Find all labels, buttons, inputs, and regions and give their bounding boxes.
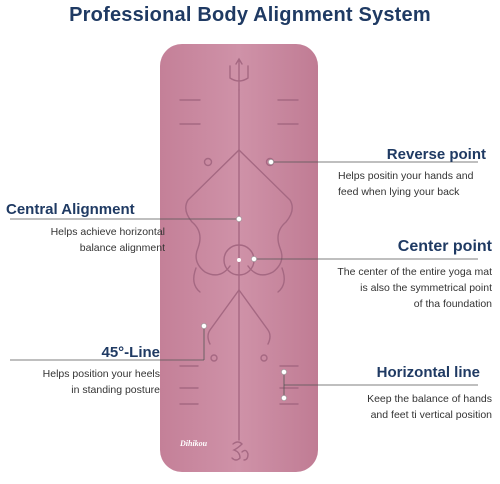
trident-icon [229, 57, 249, 91]
line-45-title: 45°-Line [101, 344, 160, 361]
alignment-lines [179, 57, 299, 461]
page-title: Professional Body Alignment System [69, 4, 431, 26]
horizontal-line-desc: Keep the balance of hands and feet ti ve… [367, 393, 492, 421]
central-alignment-desc: Helps achieve horizontal balance alignme… [50, 226, 165, 254]
om-symbol-icon [231, 441, 249, 461]
pointer-lines [10, 161, 478, 397]
reverse-point-title: Reverse point [386, 146, 486, 163]
center-point-desc: The center of the entire yoga mat is als… [337, 266, 492, 310]
brand-logo: Dihikou [179, 439, 208, 448]
line-45-desc: Helps position your heels in standing po… [42, 368, 160, 396]
central-alignment-title: Central Alignment [6, 201, 135, 218]
pointer-dots [201, 159, 287, 401]
center-point-title: Center point [397, 238, 492, 255]
horizontal-line-title: Horizontal line [376, 364, 480, 381]
reverse-point-desc: Helps positin your hands and feed when l… [338, 170, 474, 198]
